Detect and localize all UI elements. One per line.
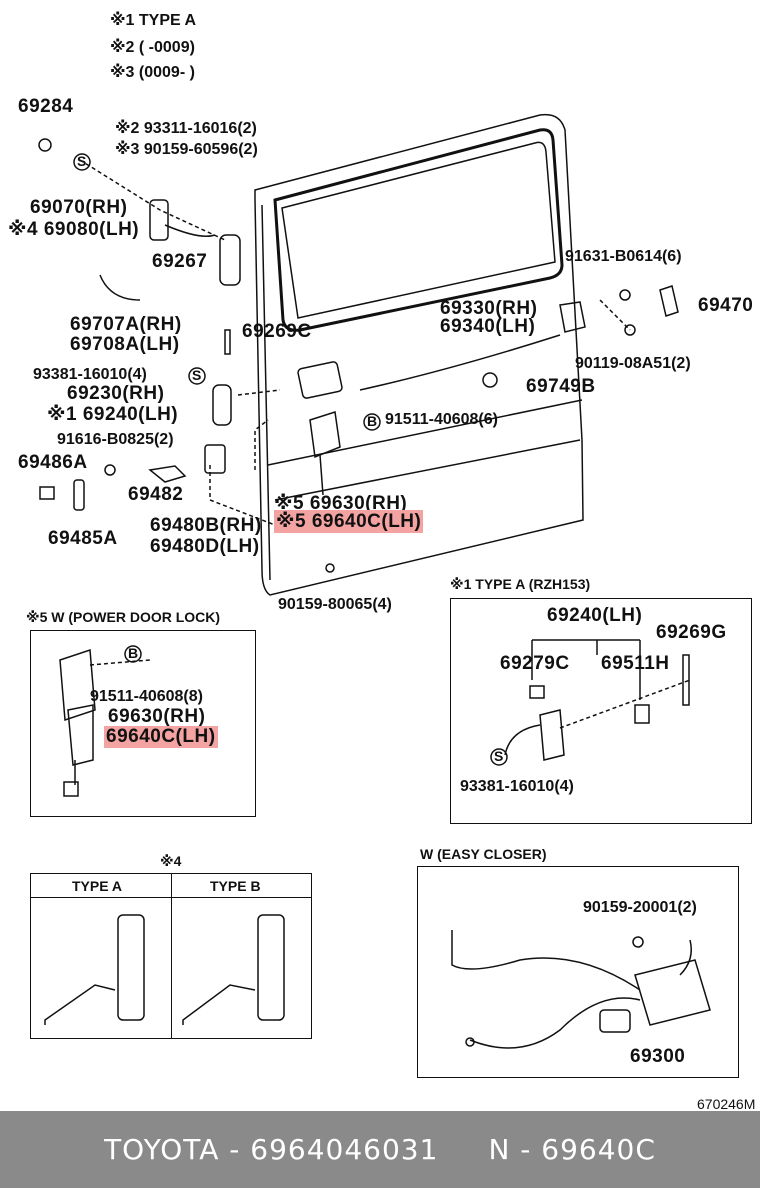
note-2: ※2 ( -0009) bbox=[110, 39, 195, 56]
label-69267[interactable]: 69267 bbox=[152, 251, 208, 272]
label-90119[interactable]: 90119-08A51(2) bbox=[575, 355, 691, 372]
label-69749b[interactable]: 69749B bbox=[526, 376, 596, 397]
label-69269c[interactable]: 69269C bbox=[242, 321, 312, 342]
power-lock-bolt[interactable]: 91511-40608(8) bbox=[90, 688, 203, 705]
label-91616[interactable]: 91616-B0825(2) bbox=[57, 431, 174, 448]
label-90159-80065[interactable]: 90159-80065(4) bbox=[278, 596, 392, 613]
diagram-code: 670246M bbox=[697, 1096, 756, 1112]
label-69707a[interactable]: 69707A(RH) bbox=[70, 314, 182, 335]
footer-brand-partno: TOYOTA - 6964046031 bbox=[104, 1133, 439, 1166]
label-91511[interactable]: 91511-40608(6) bbox=[385, 411, 498, 428]
easy-closer-69300[interactable]: 69300 bbox=[630, 1046, 686, 1067]
s-marker: S bbox=[192, 367, 202, 383]
label-93311[interactable]: ※2 93311-16016(2) bbox=[115, 120, 257, 137]
label-69640c-highlighted[interactable]: ※5 69640C(LH) bbox=[274, 510, 424, 533]
label-69340[interactable]: 69340(LH) bbox=[440, 316, 536, 337]
note-1: ※1 TYPE A bbox=[110, 12, 197, 29]
parts-diagram: S S B B S ※1 TYPE A ※2 ( -0009) ※3 (0009… bbox=[8, 12, 756, 1112]
label-69284[interactable]: 69284 bbox=[18, 96, 74, 117]
s-marker: S bbox=[77, 153, 87, 169]
label-69482[interactable]: 69482 bbox=[128, 484, 184, 505]
rzh-93381[interactable]: 93381-16010(4) bbox=[460, 778, 574, 795]
label-93381[interactable]: 93381-16010(4) bbox=[33, 366, 147, 383]
rzh-69240[interactable]: 69240(LH) bbox=[547, 605, 643, 626]
label-91631[interactable]: 91631-B0614(6) bbox=[565, 248, 682, 265]
label-69630[interactable]: ※5 69630(RH) bbox=[274, 493, 408, 514]
label-69070[interactable]: 69070(RH) bbox=[30, 197, 128, 218]
easy-closer-title: W (EASY CLOSER) bbox=[420, 846, 547, 862]
note-3: ※3 (0009- ) bbox=[110, 64, 195, 81]
footer-part-code: N - 69640C bbox=[488, 1133, 656, 1166]
label-69230[interactable]: 69230(RH) bbox=[67, 383, 165, 404]
b-marker: B bbox=[367, 413, 378, 429]
label-69080[interactable]: ※4 69080(LH) bbox=[8, 219, 140, 240]
power-lock-69630[interactable]: 69630(RH) bbox=[108, 706, 206, 727]
power-lock-69640c-highlighted[interactable]: 69640C(LH) bbox=[104, 726, 218, 748]
door-exploded-drawing bbox=[38, 113, 711, 1049]
label-69240[interactable]: ※1 69240(LH) bbox=[47, 404, 179, 425]
ref4-type-b: TYPE B bbox=[210, 878, 261, 894]
power-lock-title: ※5 W (POWER DOOR LOCK) bbox=[26, 609, 221, 625]
s-marker: S bbox=[494, 748, 504, 764]
label-69480b[interactable]: 69480B(RH) bbox=[150, 515, 262, 536]
label-69708a[interactable]: 69708A(LH) bbox=[70, 334, 180, 355]
label-69480d[interactable]: 69480D(LH) bbox=[150, 536, 260, 557]
ref4-title: ※4 bbox=[160, 853, 182, 869]
footer-bar: TOYOTA - 6964046031 N - 69640C bbox=[0, 1111, 760, 1188]
ref4-type-a: TYPE A bbox=[72, 878, 123, 894]
rzh-69269g[interactable]: 69269G bbox=[656, 622, 727, 643]
rzh-69511h[interactable]: 69511H bbox=[601, 653, 670, 674]
label-69486a[interactable]: 69486A bbox=[18, 452, 88, 473]
type-a-rzh-title: ※1 TYPE A (RZH153) bbox=[450, 576, 591, 592]
easy-closer-bolt[interactable]: 90159-20001(2) bbox=[583, 899, 697, 916]
type-a-rzh-inset bbox=[450, 598, 752, 824]
label-69330[interactable]: 69330(RH) bbox=[440, 298, 538, 319]
label-69485a[interactable]: 69485A bbox=[48, 528, 118, 549]
easy-closer-inset bbox=[417, 866, 739, 1078]
b-marker: B bbox=[128, 645, 139, 661]
label-90159-60596[interactable]: ※3 90159-60596(2) bbox=[115, 141, 258, 158]
power-lock-inset bbox=[30, 630, 256, 817]
rzh-69279c[interactable]: 69279C bbox=[500, 653, 570, 674]
label-69470[interactable]: 69470 bbox=[698, 295, 754, 316]
